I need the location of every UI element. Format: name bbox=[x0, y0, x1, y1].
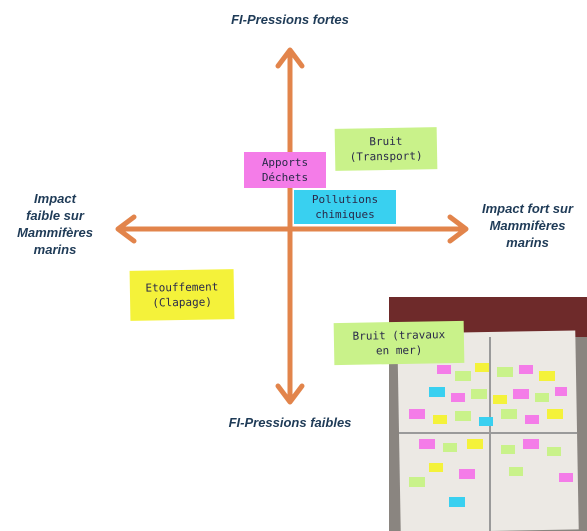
note-pollutions-chimiques: Pollutions chimiques bbox=[294, 190, 396, 224]
note-etouffement: Etouffement (Clapage) bbox=[129, 269, 235, 321]
axis-label-top: FI-Pressions fortes bbox=[231, 12, 349, 27]
axis-label-bottom: FI-Pressions faibles bbox=[228, 415, 352, 430]
note-bruit-travaux: Bruit (travaux en mer) bbox=[333, 320, 465, 366]
note-bruit-transport: Bruit (Transport) bbox=[334, 127, 438, 171]
axis-label-right: Impact fort sur Mammifères marins bbox=[481, 201, 573, 250]
axis-label-left: Impact faible sur Mammifères marins bbox=[17, 191, 93, 257]
note-apports-dechets: Apports Déchets bbox=[244, 152, 326, 188]
